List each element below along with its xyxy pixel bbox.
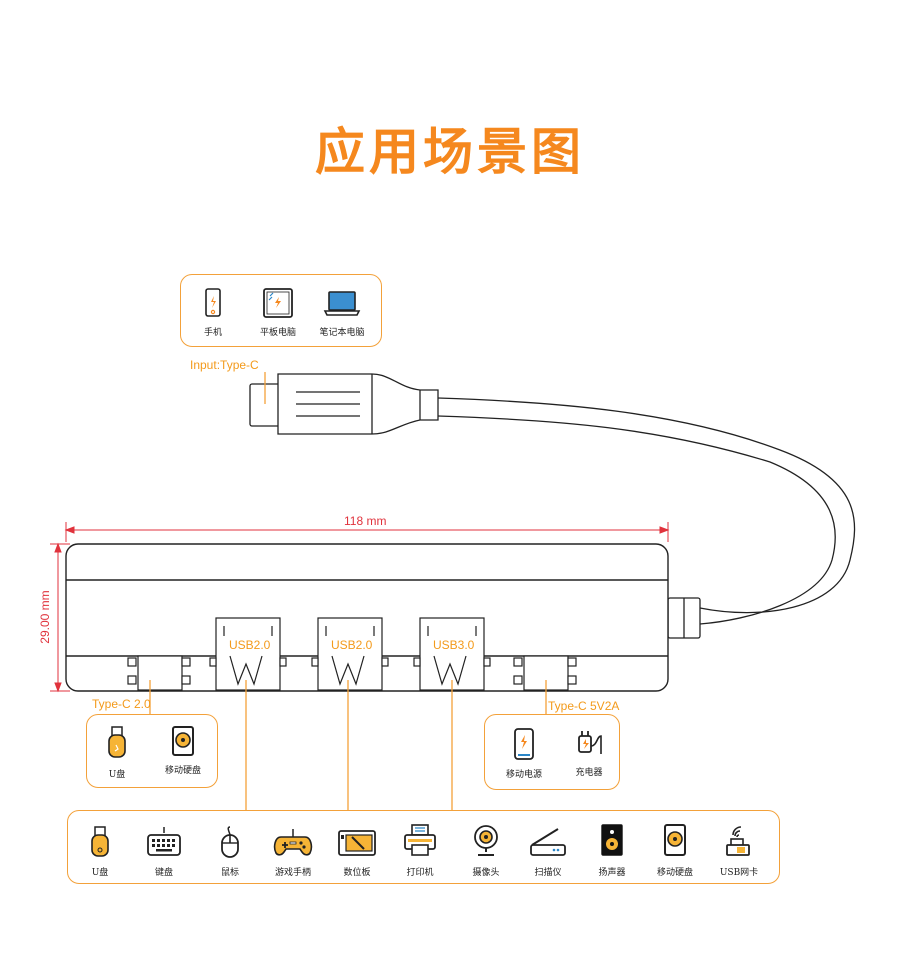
keyboard-icon — [147, 827, 181, 856]
device-label: 移动硬盘 — [656, 868, 693, 878]
device-external-hdd: 移动硬盘 — [652, 823, 698, 878]
charger-icon — [578, 731, 602, 754]
device-scanner: 扫描仪 — [528, 825, 568, 878]
device-speaker: 扬声器 — [592, 823, 632, 878]
speaker-icon — [601, 824, 623, 856]
page-title: 应用场景图 — [315, 123, 585, 181]
usb-a-ports — [209, 617, 491, 691]
device-label: 移动硬盘 — [164, 766, 201, 776]
device-label: USB网卡 — [719, 868, 759, 878]
device-label: 鼠标 — [220, 868, 239, 878]
device-label: 打印机 — [406, 868, 434, 878]
device-label: 游戏手柄 — [274, 868, 311, 878]
device-label: 扬声器 — [598, 868, 626, 878]
usb-port-label-2: USB2.0 — [331, 638, 373, 652]
device-label: 笔记本电脑 — [319, 328, 365, 338]
device-label: 平板电脑 — [259, 328, 296, 338]
device-mouse: 鼠标 — [210, 825, 250, 878]
device-usb-drive: U盘 — [99, 725, 135, 780]
device-charger: 充电器 — [569, 727, 609, 778]
width-dimension: 118 mm — [344, 514, 387, 528]
gamepad-icon — [273, 829, 313, 856]
device-label: U盘 — [91, 868, 109, 878]
input-label: Input:Type-C — [190, 358, 259, 372]
device-label: 扫描仪 — [534, 868, 562, 878]
device-power-bank: 移动电源 — [497, 727, 551, 780]
typec-right-devices-box: 移动电源 充电器 — [484, 714, 620, 790]
laptop-icon — [323, 291, 361, 316]
external-hard-drive-icon — [172, 726, 194, 756]
cable — [437, 397, 856, 625]
device-usb-drive: U盘 — [80, 825, 120, 878]
hub-cable-plug — [667, 597, 701, 639]
device-label: U盘 — [108, 770, 126, 780]
usb-flash-drive-icon — [91, 826, 109, 857]
height-dimension: 29.00 mm — [38, 590, 52, 644]
type-c-ports — [127, 655, 577, 691]
external-hard-drive-icon — [664, 824, 686, 856]
usb-flash-drive-icon — [108, 726, 126, 758]
device-label: 充电器 — [575, 768, 603, 778]
device-drawing-tablet: 数位板 — [334, 825, 380, 878]
printer-icon — [404, 824, 436, 856]
device-external-hdd: 移动硬盘 — [155, 725, 211, 776]
device-keyboard: 键盘 — [144, 825, 184, 878]
device-label: 数位板 — [343, 868, 371, 878]
device-webcam: 摄像头 — [466, 823, 506, 878]
device-label: 键盘 — [154, 868, 173, 878]
device-gamepad: 游戏手柄 — [268, 825, 318, 878]
device-printer: 打印机 — [400, 823, 440, 878]
device-label: 摄像头 — [472, 868, 500, 878]
device-label: 手机 — [203, 328, 222, 338]
usb-devices-box: U盘 键盘 鼠标 游戏手柄 — [67, 810, 780, 884]
webcam-icon — [474, 825, 498, 856]
scanner-icon — [530, 828, 566, 856]
device-phone: 手机 — [195, 287, 231, 338]
power-bank-icon — [514, 728, 534, 760]
device-label: 移动电源 — [505, 770, 542, 780]
drawing-tablet-icon — [338, 830, 376, 856]
device-usb-network-adapter: USB网卡 — [716, 823, 762, 878]
typec-right-label: Type-C 5V2A — [548, 699, 620, 713]
device-laptop: 笔记本电脑 — [313, 289, 371, 338]
typec-left-devices-box: U盘 移动硬盘 — [86, 714, 218, 788]
device-tablet: 平板电脑 — [255, 287, 301, 338]
tablet-icon — [263, 288, 293, 318]
input-devices-box: 手机 平板电脑 笔记本电脑 — [180, 274, 382, 347]
dimension-lines — [50, 522, 670, 693]
mouse-icon — [221, 826, 239, 858]
leader-lines — [149, 372, 547, 810]
usb-port-label-3: USB3.0 — [433, 638, 475, 652]
phone-icon — [205, 288, 221, 317]
typec-left-label: Type-C 2.0 — [92, 697, 151, 711]
usb-port-label-1: USB2.0 — [229, 638, 271, 652]
type-c-connector — [249, 373, 439, 435]
usb-network-adapter-icon — [726, 826, 750, 856]
